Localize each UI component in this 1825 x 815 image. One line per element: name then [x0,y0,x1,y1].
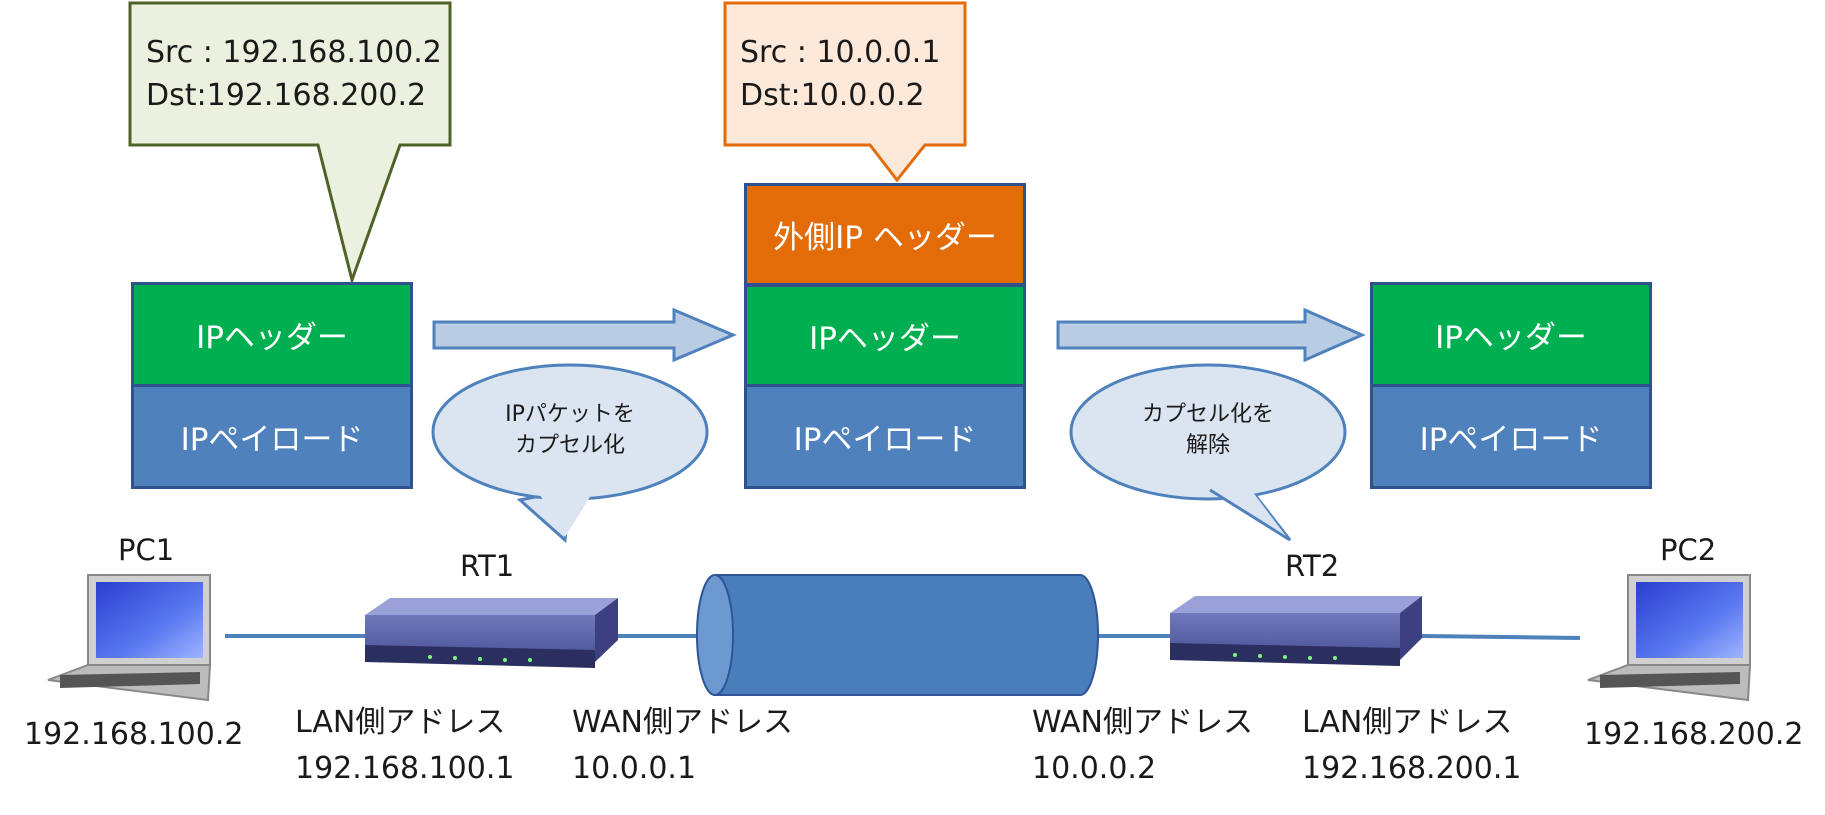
bubble-decapsulate [1069,363,1347,542]
rt2-wan-address: 10.0.0.2 [1032,751,1157,786]
link-rt2-pc2 [1421,634,1581,640]
bubble-encapsulate-line1: IPパケットを [505,402,635,427]
packet-right-ip-payload: IPペイロード [1370,384,1652,489]
callout-left-dst: Dst:192.168.200.2 [146,78,427,113]
rt1-lan-address: 192.168.100.1 [295,751,515,786]
pc2-label: PC2 [1660,533,1717,567]
callout-center-dst: Dst:10.0.0.2 [740,78,925,113]
bubble-decapsulate-line1: カプセル化を [1141,402,1274,427]
pc1-address: 192.168.100.2 [24,717,244,752]
callout-center [723,1,967,183]
pc1-label: PC1 [118,533,175,567]
arrow-encapsulate [432,307,737,363]
rt1-lan-label: LAN側アドレス [295,705,506,740]
packet-center-ip-header: IPヘッダー [744,284,1026,387]
bubble-decapsulate-text: カプセル化を 解除 [1108,400,1308,462]
rt2-label: RT2 [1285,549,1340,583]
callout-left [128,1,452,286]
packet-right-ip-header: IPヘッダー [1370,282,1652,387]
callout-center-src: Src : 10.0.0.1 [740,35,941,70]
router-rt2-icon [1170,596,1422,666]
laptop-pc2-icon [1587,574,1752,702]
bubble-encapsulate-line2: カプセル化 [514,432,625,458]
arrow-decapsulate [1056,307,1366,363]
rt1-wan-label: WAN側アドレス [572,705,793,740]
rt1-label: RT1 [460,549,515,583]
packet-center-outer-header: 外側IP ヘッダー [744,183,1026,286]
packet-center-ip-payload: IPペイロード [744,384,1026,489]
rt2-wan-label: WAN側アドレス [1032,705,1253,740]
callout-left-src: Src : 192.168.100.2 [146,35,442,70]
pc2-address: 192.168.200.2 [1584,717,1804,752]
laptop-pc1-icon [47,574,212,702]
tunnel-icon [696,574,1099,696]
packet-left-ip-header: IPヘッダー [131,282,413,387]
packet-left-ip-payload: IPペイロード [131,384,413,489]
router-rt1-icon [365,598,618,668]
rt2-lan-label: LAN側アドレス [1302,705,1513,740]
bubble-decapsulate-line2: 解除 [1185,432,1230,458]
rt1-wan-address: 10.0.0.1 [572,751,697,786]
bubble-encapsulate-text: IPパケットを カプセル化 [470,400,670,462]
rt2-lan-address: 192.168.200.1 [1302,751,1522,786]
bubble-encapsulate [431,363,709,544]
